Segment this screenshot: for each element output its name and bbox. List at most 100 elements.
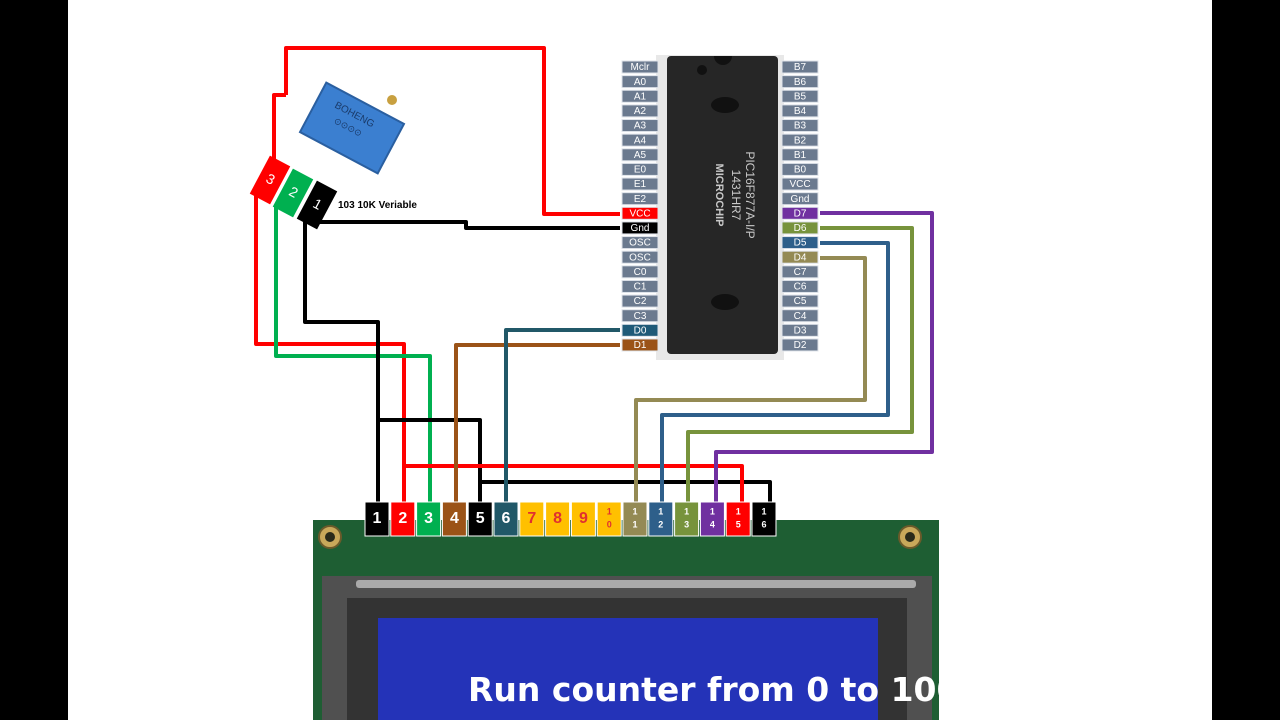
chip-pin-right-c6-15 (781, 279, 819, 293)
chip-pin-label-right-15: C6 (794, 282, 807, 293)
chip-pin-label-left-17: C3 (634, 311, 647, 322)
wire-d4-lcd11 (634, 256, 867, 504)
lcd-pin-label-3: 3 (424, 510, 433, 527)
lcd-pin-6 (493, 501, 519, 537)
lcd-pin-label-11-a: 1 (632, 506, 637, 516)
chip-pin-label-right-10: D7 (794, 208, 807, 219)
lcd-pin-label-10-a: 1 (607, 506, 612, 516)
lcd-pin-label-6: 6 (502, 510, 511, 527)
chip-pin-left-a4-5 (621, 133, 659, 147)
chip-pin-label-left-11: Gnd (631, 223, 650, 234)
chip-pin-left-c1-15 (621, 279, 659, 293)
chip-pin-label-right-12: D5 (794, 238, 807, 249)
lcd-pin-12 (648, 501, 674, 537)
lcd-pin-label-9: 9 (579, 510, 588, 527)
lcd-pin-label-16-b: 6 (761, 519, 766, 529)
chip-pin-label-right-6: B1 (794, 150, 807, 161)
chip-pin-left-vcc-10 (621, 206, 659, 220)
lcd-pin-3 (416, 501, 442, 537)
chip-pin-left-c0-14 (621, 265, 659, 279)
chip-pin-label-left-9: E2 (634, 194, 647, 205)
wire-lcd1-lcd5 (378, 418, 482, 504)
chip-pin-label-left-16: C2 (634, 296, 647, 307)
lcd-pin-label-1: 1 (373, 510, 382, 527)
chip-pin-label-left-5: A4 (634, 135, 647, 146)
lcd-pin-label-16-a: 1 (761, 506, 766, 516)
wire-lcd2-lcd15 (404, 464, 744, 504)
chip-pin-label-right-5: B2 (794, 135, 807, 146)
chip-pin-left-mclr-0 (621, 60, 659, 74)
pot-pin-2 (271, 167, 315, 219)
wire-pot-black-gnd (303, 220, 620, 230)
chip-pin-right-b3-4 (781, 119, 819, 133)
chip-pin-right-b4-3 (781, 104, 819, 118)
chip-pin-label-right-13: D4 (794, 252, 807, 263)
wire-pot3-to-pot (272, 93, 286, 160)
chip-pin-right-d2-19 (781, 338, 819, 352)
pot-caption: 103 10K Veriable (338, 200, 417, 211)
lcd-pin-label-8: 8 (553, 510, 562, 527)
lcd-pin-label-10-b: 0 (607, 519, 612, 529)
wires (254, 46, 934, 504)
chip-pin-label-left-14: C0 (634, 267, 647, 278)
chip-pin-label-right-0: B7 (794, 62, 807, 73)
letterbox-right (1212, 0, 1280, 720)
chip-pin-label-right-8: VCC (789, 179, 810, 190)
chip-pin-left-e0-7 (621, 162, 659, 176)
chip-pin-left-gnd-11 (621, 221, 659, 235)
lcd-pin-label-2: 2 (398, 510, 407, 527)
chip-pin-left-a1-2 (621, 89, 659, 103)
chip-pin-label-right-7: B0 (794, 165, 807, 176)
lcd-pin-15 (725, 501, 751, 537)
pot-pin-3 (248, 154, 292, 206)
potentiometer: BOHENG ⊙⊙⊙⊙ 3 2 1 103 10K Veriable (248, 81, 417, 231)
chip-pin-left-c3-17 (621, 309, 659, 323)
lcd-pin-11 (622, 501, 648, 537)
chip-pin-label-left-13: OSC (629, 252, 651, 263)
chip-pin-left-a0-1 (621, 75, 659, 89)
chip-pin-left-c2-16 (621, 294, 659, 308)
pot-body (298, 81, 406, 175)
display-caption: Run counter from 0 to 100 (468, 670, 960, 709)
lcd-pin-label-14-b: 4 (710, 519, 715, 529)
chip-pin-right-b6-1 (781, 75, 819, 89)
chip-pin-right-vcc-8 (781, 177, 819, 191)
chip-pin-right-b1-6 (781, 148, 819, 162)
lcd-pin-13 (674, 501, 700, 537)
lcd-pin-label-11-b: 1 (632, 519, 637, 529)
wire-gnd-lcd1 (303, 228, 380, 504)
chip-pin-left-a3-4 (621, 119, 659, 133)
lcd-module (313, 520, 939, 720)
lcd-pin-label-12-b: 2 (658, 519, 663, 529)
lcd-pin-14 (699, 501, 725, 537)
lcd-pin-4 (441, 501, 467, 537)
lcd-pin-label-15-a: 1 (736, 506, 741, 516)
chip-pin-label-right-1: B6 (794, 77, 807, 88)
chip-pin-label-left-0: Mclr (631, 62, 651, 73)
chip-pin-left-e2-9 (621, 192, 659, 206)
chip-pin-label-left-6: A5 (634, 150, 647, 161)
chip-pin-label-left-3: A2 (634, 106, 647, 117)
chip-pin-right-c5-16 (781, 294, 819, 308)
lcd-pin-label-7: 7 (527, 510, 536, 527)
lcd-pin-1 (364, 501, 390, 537)
lcd-pin-label-15-b: 5 (736, 519, 741, 529)
lcd-pin-8 (545, 501, 571, 537)
chip-pin-label-left-8: E1 (634, 179, 647, 190)
chip-pin-right-d3-18 (781, 323, 819, 337)
chip-pin-right-b5-2 (781, 89, 819, 103)
wire-lcd5-lcd16 (480, 480, 772, 504)
chip-pin-right-gnd-9 (781, 192, 819, 206)
chip-pin-right-d5-12 (781, 236, 819, 250)
chip-pin-left-d0-18 (621, 323, 659, 337)
chip-pin-label-right-2: B5 (794, 91, 807, 102)
chip-pin-label-right-3: B4 (794, 106, 807, 117)
chip-pin-left-a5-6 (621, 148, 659, 162)
wire-pot-red-lcd2 (254, 190, 406, 504)
chip-pin-label-right-9: Gnd (791, 194, 810, 205)
wire-d5-lcd12 (660, 241, 890, 504)
chip-pin-right-d7-10 (781, 206, 819, 220)
lcd-pin-label-12-a: 1 (658, 506, 663, 516)
